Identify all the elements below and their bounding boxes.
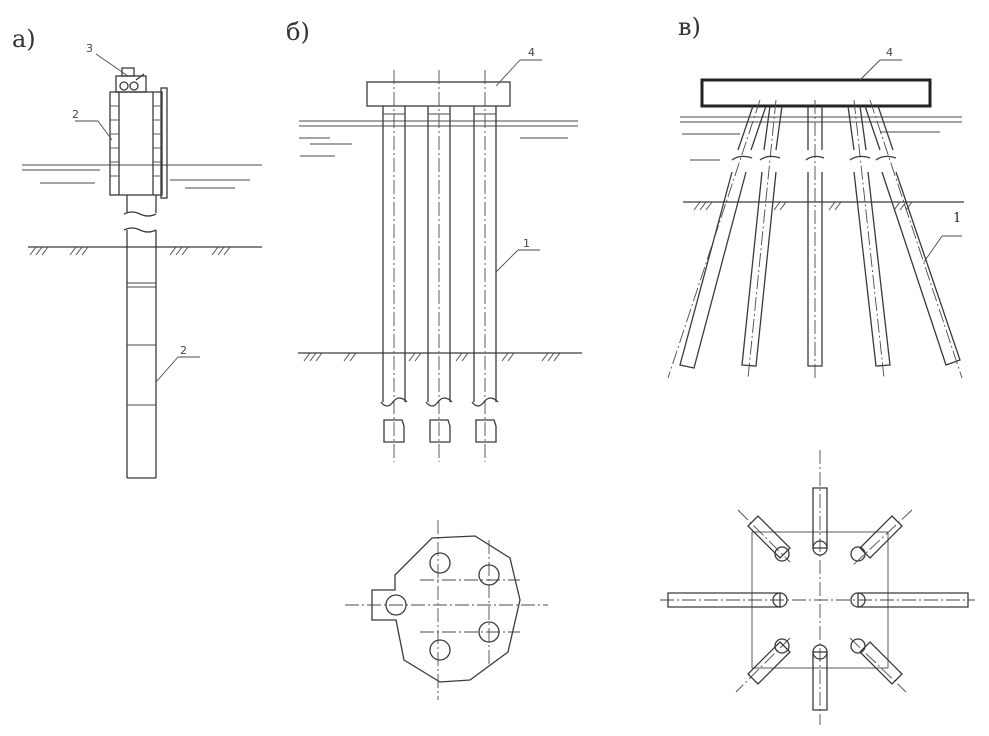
svg-text:4: 4	[528, 46, 535, 59]
panel-c-plan-pile	[857, 592, 969, 608]
panel-a-callout-3: 3	[86, 42, 129, 77]
panel-b-ground-line	[298, 352, 582, 362]
panel-c-callout-4: 4	[859, 46, 902, 81]
panel-c-water-surface	[680, 116, 962, 161]
panel-c-plan-pile	[735, 637, 791, 693]
panel-b-plan-pile	[429, 639, 451, 661]
panel-b-callout-4: 4	[495, 46, 542, 87]
panel-c-pile-inner-left	[741, 99, 783, 379]
panel-c-pile-inner-right	[847, 99, 891, 379]
panel-c-plan-pile	[849, 637, 907, 693]
panel-b-pile-cap	[366, 81, 511, 107]
panel-a-vibrator-machine	[115, 67, 147, 93]
panel-b-pile-right	[471, 70, 499, 462]
panel-c-ground-line	[683, 201, 964, 211]
panel-b-plan-pile	[478, 564, 500, 586]
panel-b-callout-1: 1	[495, 237, 540, 273]
panel-a-callout-2-frame: 2	[72, 108, 113, 141]
svg-text:3: 3	[86, 42, 93, 55]
panel-c-plan-pile	[737, 509, 791, 563]
panel-c-pile-outer-left	[667, 99, 767, 379]
panel-a-guide-frame	[109, 87, 168, 199]
panel-b-plan-pile	[385, 594, 407, 616]
panel-a: а)	[12, 25, 262, 479]
panel-c-plan-pile	[850, 509, 913, 567]
panel-c-label: в)	[678, 13, 701, 41]
panel-a-water-surface	[22, 164, 262, 189]
svg-text:1: 1	[523, 237, 530, 250]
panel-b-plan-view	[345, 520, 548, 700]
panel-c-pile-center	[805, 100, 825, 378]
panel-c-callout-1: 1	[923, 211, 962, 263]
svg-text:2: 2	[72, 108, 79, 121]
panel-b-label: б)	[286, 18, 310, 46]
panel-c: в)	[660, 13, 975, 725]
panel-b-plan-pile	[429, 552, 451, 574]
panel-b-plan-pile	[478, 621, 500, 643]
panel-a-callout-2-pile: 2	[155, 344, 200, 383]
panel-b-pile-left	[380, 70, 408, 462]
panel-b-pile-middle	[425, 70, 453, 462]
panel-c-plan-view	[660, 450, 975, 725]
svg-text:1: 1	[953, 211, 961, 226]
panel-c-pile-cap	[700, 78, 932, 108]
panel-b: б)	[286, 18, 582, 700]
panel-a-pile	[123, 195, 157, 479]
panel-c-pile-outer-right	[864, 99, 963, 379]
panel-b-water-surface	[299, 120, 578, 157]
svg-text:2: 2	[180, 344, 187, 357]
panel-a-ground-line	[28, 246, 262, 256]
svg-text:4: 4	[886, 46, 893, 59]
panel-a-label: а)	[12, 25, 36, 53]
panel-c-plan-pile	[812, 651, 828, 711]
